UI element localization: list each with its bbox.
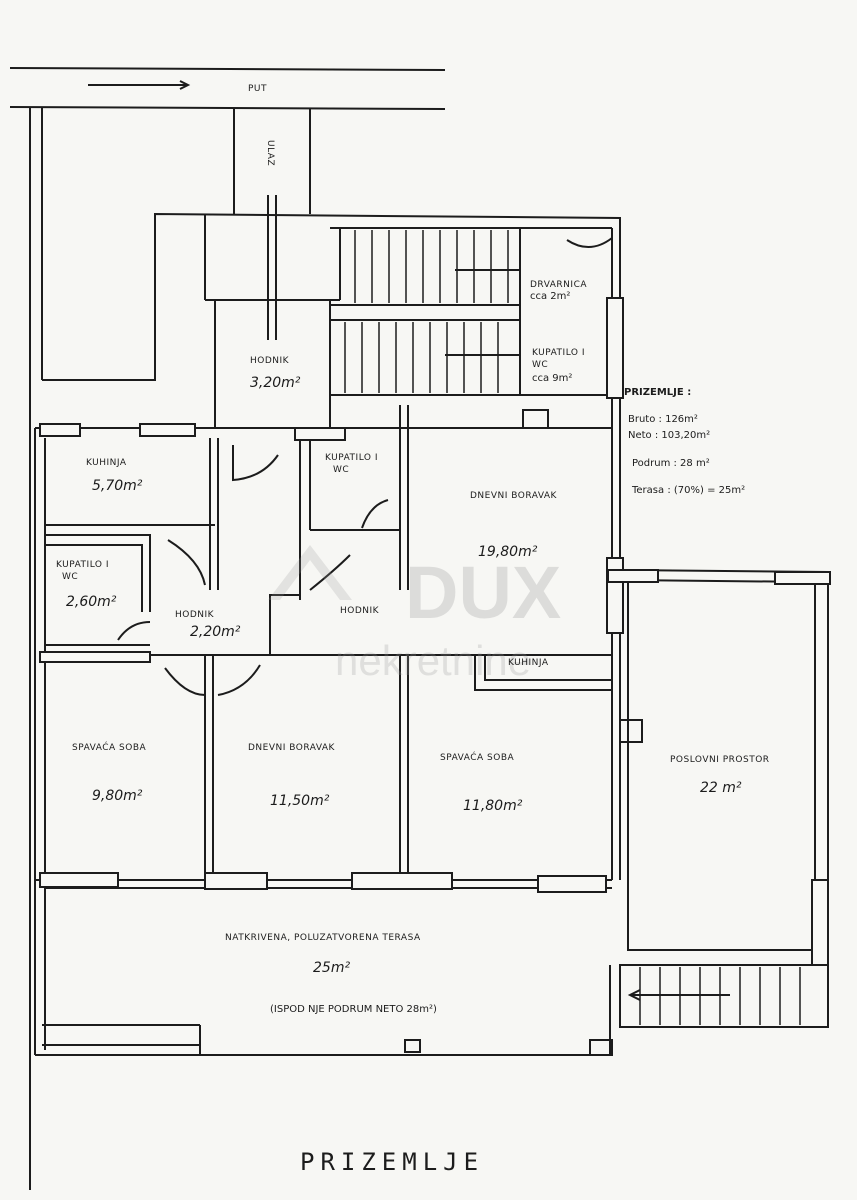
- street-line-top: [9, 67, 446, 71]
- hodnik-left-area: 2,20m²: [190, 624, 241, 640]
- spavaca-right-name: SPAVAĆA SOBA: [440, 751, 514, 763]
- terasa-name: NATKRIVENA, POLUZATVORENA TERASA: [225, 933, 421, 943]
- kupatilo-left-wall: [45, 534, 151, 612]
- office-outline: [619, 569, 829, 966]
- kuhinja-mid-wall: [460, 654, 612, 691]
- kupatilo-left-name: KUPATILO I: [56, 560, 109, 570]
- spavaca-left-area: 9,80m²: [92, 788, 143, 804]
- dnevni-top-name: DNEVNI BORAVAK: [470, 491, 558, 501]
- hodnik-left-name: HODNIK: [175, 610, 215, 620]
- kuhinja-left-name: KUHINJA: [86, 458, 127, 468]
- kuhinja-left-area: 5,70m²: [92, 478, 143, 494]
- poslovni-name: POSLOVNI PROSTOR: [670, 755, 770, 765]
- kupatilo-left-area: 2,60m²: [66, 594, 117, 610]
- kuhinja-mid-name: KUHINJA: [508, 658, 549, 668]
- outline-top: [42, 212, 621, 381]
- door-swing-kuhinja: [232, 445, 279, 482]
- hodnik-top-name: HODNIK: [250, 356, 290, 366]
- watermark-brand: DUX: [405, 551, 561, 634]
- door-swing-wc: [361, 499, 389, 529]
- street-line-bottom: [9, 106, 446, 110]
- kupatilo-mid-name2: WC: [333, 465, 349, 475]
- poslovni-area: 22 m²: [700, 780, 742, 796]
- door-swing-dnevni: [217, 664, 261, 696]
- street-arrow-head: [179, 80, 191, 90]
- kupatilo-stair-area: cca 9m²: [532, 373, 572, 384]
- terrace-post: [404, 1039, 421, 1053]
- stair-bottom-box: [619, 964, 829, 1028]
- summary-heading: PRIZEMLJE :: [624, 387, 691, 398]
- summary-bruto: Bruto : 126m²: [628, 414, 698, 425]
- door-swing-drvarnica: [566, 237, 613, 248]
- drvarnica-name: DRVARNICA: [530, 280, 587, 290]
- watermark-logo-icon: [268, 545, 352, 600]
- street-label: PUT: [248, 84, 267, 94]
- summary-neto: Neto : 103,20m²: [628, 430, 710, 441]
- window-blocks: [39, 297, 831, 966]
- kupatilo-stair-name: KUPATILO I: [532, 348, 585, 358]
- kupatilo-left-name2: WC: [62, 572, 78, 582]
- office-outline-inner: [627, 579, 816, 951]
- entrance-label: ULAZ: [265, 140, 275, 166]
- dnevni-bottom-name: DNEVNI BORAVAK: [248, 743, 336, 753]
- kupatilo-left-wall-inner: [45, 544, 143, 612]
- kuhinja-mid-wall-inner: [484, 655, 612, 681]
- spavaca-left-name: SPAVAĆA SOBA: [72, 741, 146, 753]
- terasa-note: (ISPOD NJE PODRUM NETO 28m²): [270, 1004, 437, 1015]
- terasa-area: 25m²: [313, 960, 350, 976]
- dnevni-top-area: 19,80m²: [478, 544, 538, 560]
- summary-podrum: Podrum : 28 m²: [632, 458, 710, 469]
- drvarnica-area: cca 2m²: [530, 291, 570, 302]
- terrace-post-2: [589, 1039, 613, 1056]
- door-swing-kupatilo: [167, 539, 206, 586]
- spavaca-right-area: 11,80m²: [463, 798, 523, 814]
- door-swing-hodnik: [309, 554, 351, 591]
- hodnik-mid-name: HODNIK: [340, 606, 380, 616]
- footer-title: PRIZEMLJE: [300, 1148, 484, 1176]
- column-top: [522, 409, 549, 429]
- stair-bottom-arrow-head: [627, 989, 641, 1001]
- stair-treads: [344, 230, 801, 1025]
- kupatilo-stair-name2: WC: [532, 360, 548, 370]
- door-swing-left: [117, 621, 151, 641]
- watermark-sub: nekretnine: [335, 637, 531, 684]
- dnevni-bottom-area: 11,50m²: [270, 793, 330, 809]
- hodnik-mid-wall: [269, 594, 300, 655]
- hodnik-top-area: 3,20m²: [250, 375, 301, 391]
- office-pillar: [619, 719, 643, 743]
- kupatilo-mid-name: KUPATILO I: [325, 453, 378, 463]
- door-swing-bedroom: [164, 667, 206, 696]
- summary-terasa: Terasa : (70%) = 25m²: [631, 485, 745, 496]
